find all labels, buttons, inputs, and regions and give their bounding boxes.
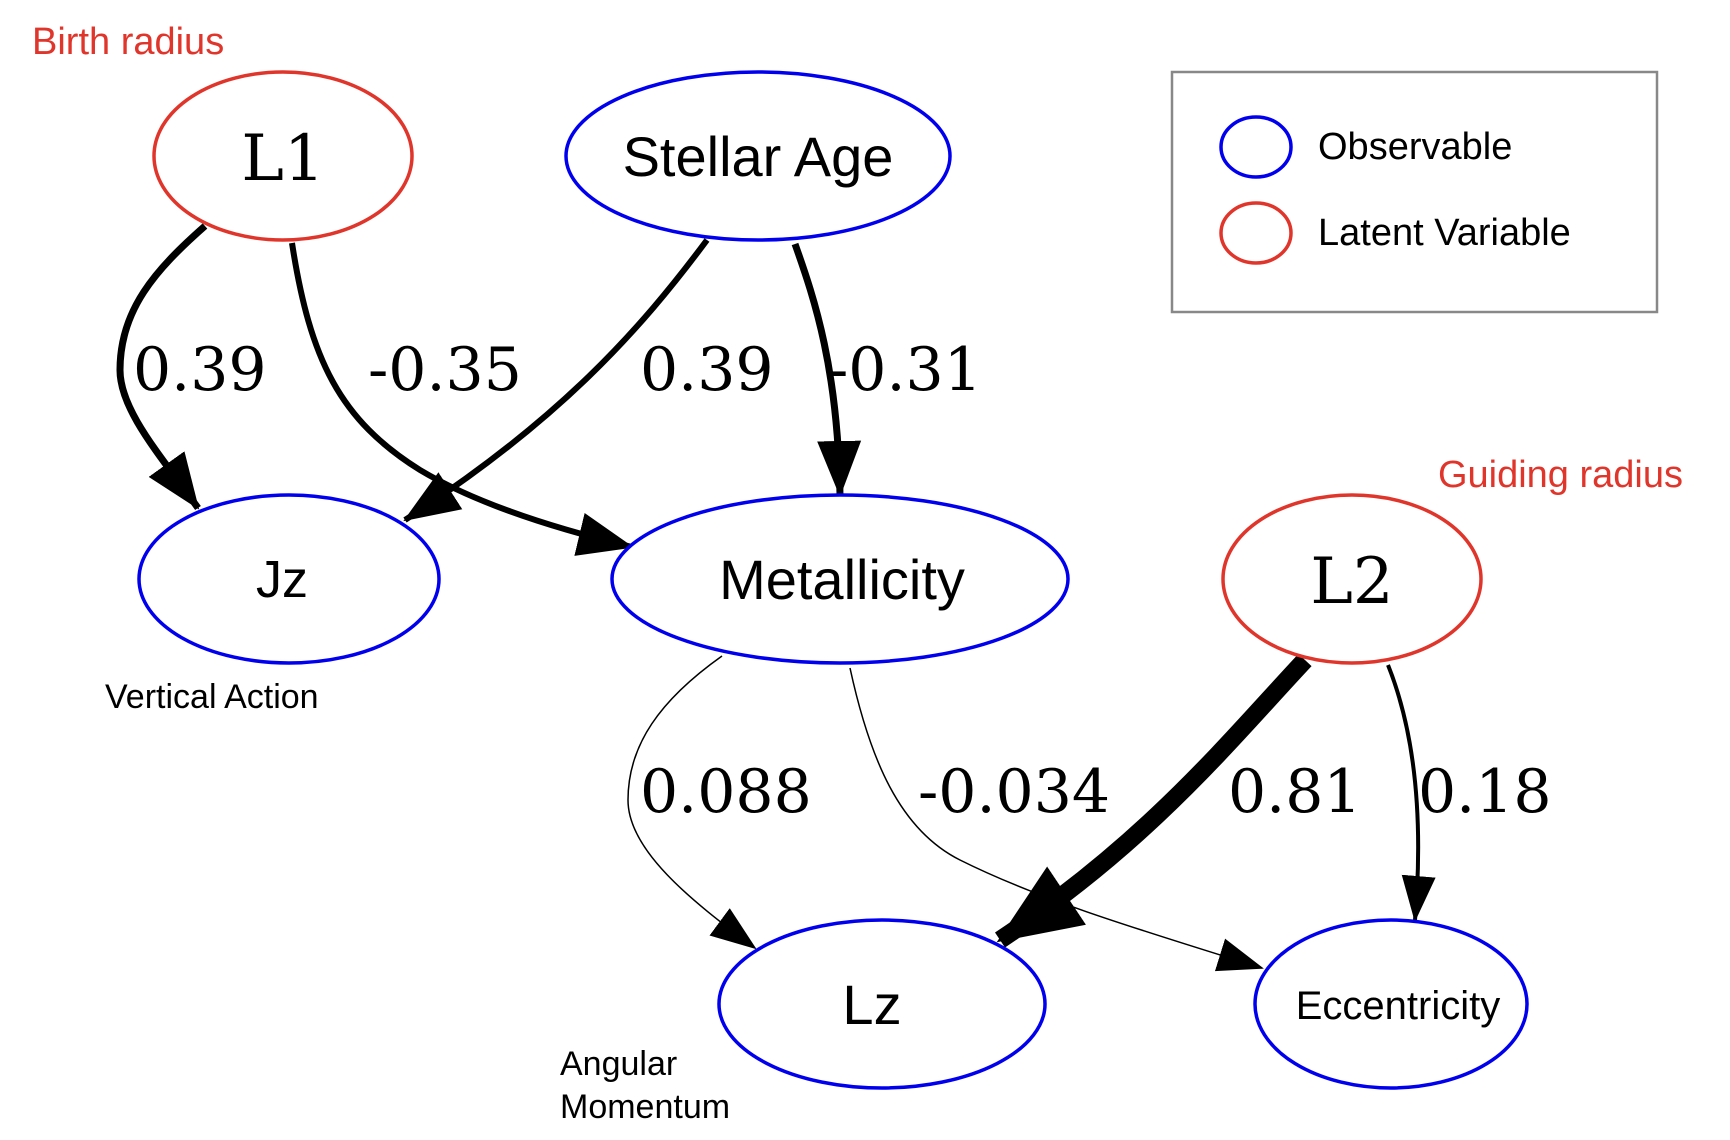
node-jz-label: Jz [256, 551, 308, 609]
node-lz: Lz [717, 918, 1047, 1090]
node-stellar-age-label: Stellar Age [623, 125, 894, 188]
node-eccentricity-label: Eccentricity [1296, 984, 1501, 1028]
edge-metallicity-lz [627, 655, 757, 950]
edge-label-age-jz: 0.39 [640, 335, 774, 405]
edge-label-metallicity-eccentricity: -0.034 [918, 757, 1110, 827]
legend-latent-swatch [1219, 201, 1293, 265]
node-l2-label: L2 [1310, 545, 1393, 619]
node-metallicity-label: Metallicity [719, 548, 965, 611]
annotation-vertical-action: Vertical Action [105, 678, 319, 716]
node-stellar-age: Stellar Age [564, 70, 952, 242]
edge-age-metallicity [791, 242, 862, 497]
node-eccentricity: Eccentricity [1253, 918, 1529, 1090]
edge-label-l2-lz: 0.81 [1228, 757, 1362, 827]
legend-observable-label: Observable [1318, 126, 1512, 168]
edge-l2-eccentricity [1386, 664, 1436, 922]
node-l1: L1 [152, 70, 414, 242]
node-l2: L2 [1221, 493, 1483, 665]
edge-label-l1-metallicity: -0.35 [368, 335, 522, 405]
legend: Observable Latent Variable [1170, 70, 1659, 314]
annotation-angular-line1: Angular [560, 1045, 677, 1083]
edge-l1-jz [116, 223, 208, 511]
edge-l1-metallicity [289, 242, 634, 556]
edge-label-l2-eccentricity: 0.18 [1418, 757, 1552, 827]
legend-box [1170, 70, 1659, 314]
edge-label-l1-jz: 0.39 [133, 335, 267, 405]
node-lz-label: Lz [842, 973, 901, 1036]
node-metallicity: Metallicity [610, 493, 1070, 665]
annotation-birth-radius: Birth radius [32, 21, 224, 63]
edge-label-age-metallicity: -0.31 [828, 335, 982, 405]
edge-l2-lz [995, 653, 1312, 948]
edge-label-metallicity-lz: 0.088 [640, 757, 812, 827]
edge-metallicity-eccentricity [849, 667, 1264, 972]
edge-age-jz [403, 238, 710, 523]
annotation-guiding-radius: Guiding radius [1438, 454, 1683, 496]
node-jz: Jz [137, 493, 441, 665]
legend-latent-label: Latent Variable [1318, 212, 1571, 254]
annotation-angular-line2: Momentum [560, 1088, 730, 1126]
node-l1-label: L1 [241, 122, 324, 196]
legend-observable-swatch [1219, 115, 1293, 179]
